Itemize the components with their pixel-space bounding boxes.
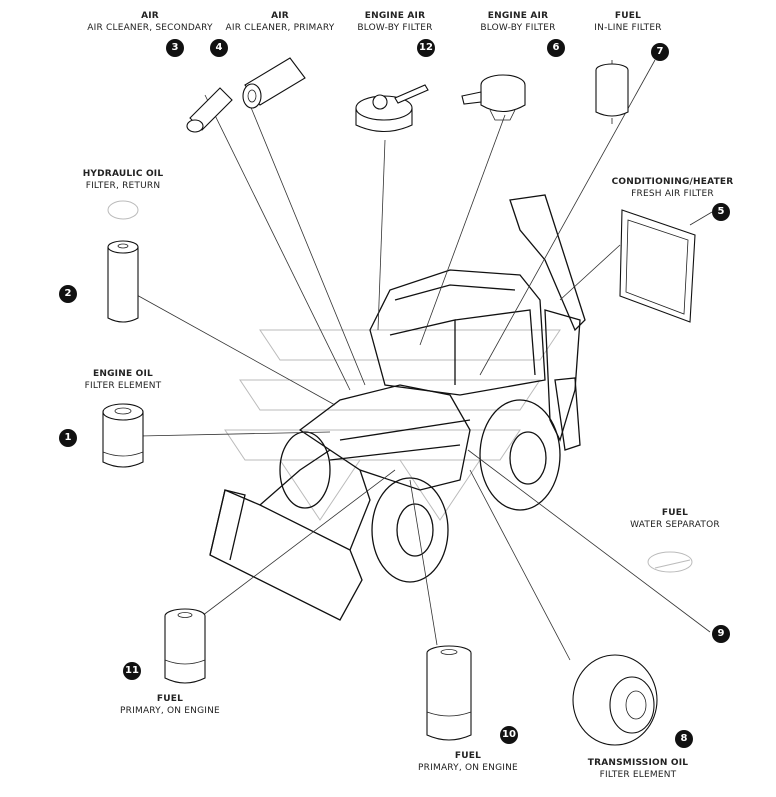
callout-badge-7: 7 (651, 43, 669, 61)
label-subtitle: PRIMARY, ON ENGINE (418, 763, 518, 773)
callout-badge-6: 6 (547, 39, 565, 57)
label-subtitle: AIR CLEANER, SECONDARY (87, 23, 213, 33)
label-title: ENGINE OIL (93, 369, 153, 379)
label-conditioning-heater: CONDITIONING/HEATER FRESH AIR FILTER (600, 176, 745, 200)
hydraulic-filter-drawing (107, 200, 139, 323)
label-title: ENGINE AIR (487, 11, 549, 21)
engine-oil-filter-drawing (102, 403, 144, 468)
fuel-filter-10-drawing (426, 645, 472, 741)
label-subtitle: FILTER ELEMENT (84, 381, 162, 391)
label-subtitle: IN-LINE FILTER (594, 23, 662, 33)
label-air-secondary: AIR AIR CLEANER, SECONDARY (80, 10, 220, 34)
fuel-filter-11-drawing (164, 608, 206, 684)
callout-badge-3: 3 (166, 39, 184, 57)
label-transmission-oil: TRANSMISSION OIL FILTER ELEMENT (573, 757, 703, 781)
callout-badge-4: 4 (210, 39, 228, 57)
callout-badge-12: 12 (417, 39, 435, 57)
label-subtitle: PRIMARY, ON ENGINE (120, 706, 220, 716)
label-title: HYDRAULIC OIL (82, 169, 164, 179)
label-title: ENGINE AIR (364, 11, 426, 21)
label-subtitle: BLOW-BY FILTER (357, 23, 433, 33)
label-engine-air-12: ENGINE AIR BLOW-BY FILTER (345, 10, 445, 34)
label-title: AIR (271, 11, 289, 21)
label-fuel-11: FUEL PRIMARY, ON ENGINE (100, 693, 240, 717)
background-logo (224, 329, 561, 521)
callout-badge-1: 1 (59, 429, 77, 447)
label-subtitle: FRESH AIR FILTER (631, 189, 714, 199)
backhoe-loader (209, 194, 586, 621)
label-subtitle: BLOW-BY FILTER (480, 23, 556, 33)
label-fuel-10: FUEL PRIMARY, ON ENGINE (398, 750, 538, 774)
label-title: FUEL (156, 694, 184, 704)
label-hydraulic-oil: HYDRAULIC OIL FILTER, RETURN (58, 168, 188, 192)
transmission-filter-drawing (572, 654, 658, 746)
label-engine-air-6: ENGINE AIR BLOW-BY FILTER (468, 10, 568, 34)
callout-badge-11: 11 (123, 662, 141, 680)
label-title: AIR (141, 11, 159, 21)
callout-badge-10: 10 (500, 726, 518, 744)
callout-badge-8: 8 (675, 730, 693, 748)
callout-badge-9: 9 (712, 625, 730, 643)
water-separator-drawing (647, 551, 693, 573)
blow-by-filter-12-drawing (355, 84, 429, 133)
primary-air-cleaner-drawing (242, 57, 306, 109)
fresh-air-filter-drawing (619, 209, 696, 323)
label-subtitle: FILTER ELEMENT (599, 770, 677, 780)
label-fuel-inline: FUEL IN-LINE FILTER (578, 10, 678, 34)
label-subtitle: WATER SEPARATOR (630, 520, 720, 530)
label-engine-oil: ENGINE OIL FILTER ELEMENT (58, 368, 188, 392)
label-title: FUEL (661, 508, 689, 518)
inline-fuel-filter-drawing (595, 60, 629, 124)
secondary-air-cleaner-drawing (186, 87, 233, 133)
label-subtitle: AIR CLEANER, PRIMARY (225, 23, 335, 33)
label-title: CONDITIONING/HEATER (611, 177, 734, 187)
callout-badge-2: 2 (59, 285, 77, 303)
label-fuel-water-separator: FUEL WATER SEPARATOR (610, 507, 740, 531)
label-subtitle: FILTER, RETURN (85, 181, 161, 191)
callout-badge-5: 5 (712, 203, 730, 221)
label-air-primary: AIR AIR CLEANER, PRIMARY (210, 10, 350, 34)
label-title: FUEL (454, 751, 482, 761)
blow-by-filter-6-drawing (461, 74, 526, 121)
label-title: TRANSMISSION OIL (587, 758, 689, 768)
label-title: FUEL (614, 11, 642, 21)
